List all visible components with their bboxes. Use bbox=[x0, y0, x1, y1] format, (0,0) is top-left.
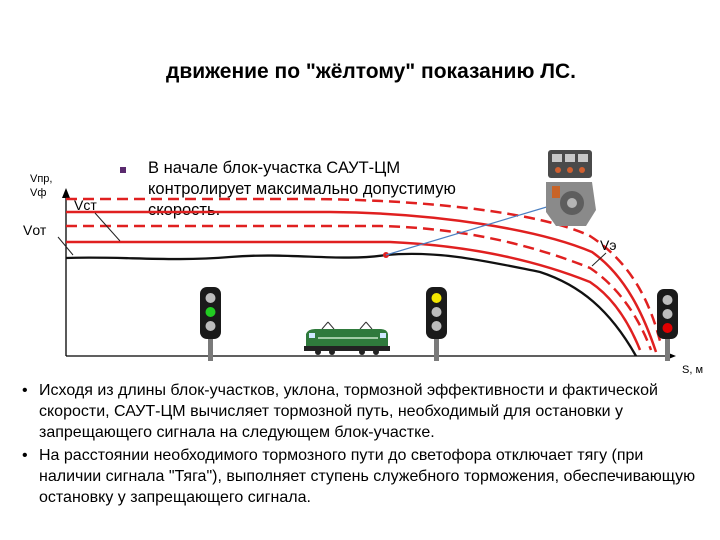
device-pointer-line bbox=[385, 205, 551, 256]
vst-leader-line bbox=[94, 212, 121, 242]
saut-device-icon bbox=[546, 150, 596, 226]
bullet-square-icon bbox=[120, 167, 126, 173]
slide-title: движение по "жёлтому" показанию ЛС. bbox=[166, 60, 576, 83]
signal-red-icon bbox=[657, 289, 678, 361]
vst-label: Vст bbox=[74, 197, 97, 213]
signal-green-icon bbox=[200, 287, 221, 361]
vot-label: Vот bbox=[23, 222, 47, 238]
lower-limit-dashed-curve bbox=[66, 224, 653, 351]
list-item: Исходя из длины блок-участков, уклона, т… bbox=[22, 380, 702, 443]
y-axis-label-1: Vпр, bbox=[30, 173, 52, 185]
ve-label: Vэ bbox=[600, 237, 616, 253]
setpoint-speed-curve bbox=[66, 240, 642, 351]
ve-leader-line bbox=[591, 252, 607, 267]
permissible-speed-curve bbox=[66, 210, 658, 353]
vot-leader-line bbox=[57, 236, 74, 256]
list-item: На расстоянии необходимого тормозного пу… bbox=[22, 445, 702, 508]
y-axis-arrow-icon bbox=[62, 188, 70, 198]
note-text: В начале блок-участка САУТ-ЦМ контролиру… bbox=[148, 159, 456, 219]
signal-yellow-icon bbox=[426, 287, 447, 361]
y-axis-label-2: Vф bbox=[30, 187, 46, 199]
explanation-list: Исходя из длины блок-участков, уклона, т… bbox=[22, 380, 702, 510]
upper-limit-dashed-curve bbox=[66, 197, 663, 346]
x-axis-label: S, м bbox=[682, 364, 703, 376]
note-block: В начале блок-участка САУТ-ЦМ контролиру… bbox=[120, 158, 500, 221]
locomotive-icon bbox=[304, 321, 390, 355]
